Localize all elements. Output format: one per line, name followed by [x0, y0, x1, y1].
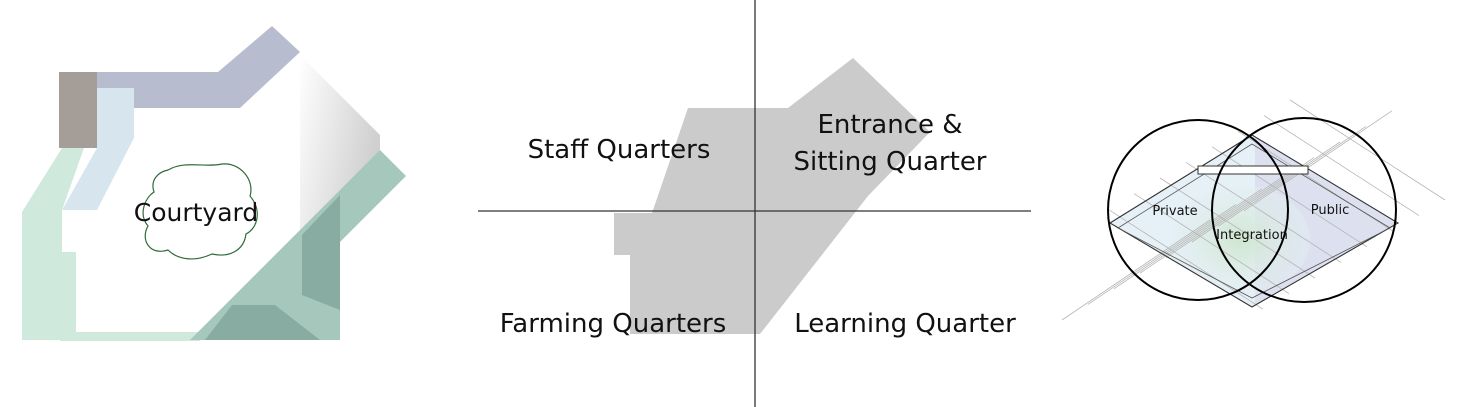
farming-quarters-label: Farming Quarters — [500, 309, 727, 339]
staff-quarters-label: Staff Quarters — [528, 135, 711, 165]
grid-line — [1133, 193, 1290, 294]
venn-wash — [1110, 135, 1398, 307]
mint-inner-band — [60, 252, 76, 340]
grid-line — [1159, 177, 1316, 279]
teal-dark-block — [302, 195, 340, 310]
courtyard-label: Courtyard — [134, 198, 259, 227]
grid-line — [1113, 188, 1263, 290]
entrance-label-line1: Entrance & — [817, 110, 962, 140]
quarters-panel: Staff Quarters Entrance & Sitting Quarte… — [478, 0, 1031, 407]
grid-line — [1243, 110, 1393, 212]
private-label: Private — [1152, 204, 1197, 219]
grid-line — [1289, 99, 1446, 201]
purple-band — [96, 26, 300, 108]
courtyard-panel: Courtyard — [22, 26, 406, 341]
integration-label: Integration — [1216, 228, 1288, 243]
grid-line — [1211, 146, 1368, 248]
mint-band — [22, 148, 84, 340]
grid-line — [1263, 115, 1420, 216]
venn-bar — [1197, 165, 1309, 175]
public-label: Public — [1311, 203, 1349, 218]
mint-bottom-strip — [60, 332, 200, 341]
public-circle — [1211, 117, 1397, 303]
grid-line — [1107, 208, 1264, 310]
grid-line — [1217, 126, 1367, 227]
venn-panel: Private Integration Public — [1061, 99, 1446, 321]
grid-line — [1185, 162, 1342, 263]
grid-line — [1087, 204, 1237, 305]
learning-quarter-label: Learning Quarter — [794, 309, 1016, 339]
teal-dark-lower — [205, 305, 320, 340]
brown-block — [59, 72, 97, 148]
courtyard-outline — [142, 163, 258, 260]
grid-line — [1191, 141, 1341, 243]
plan-shape — [614, 58, 930, 334]
light-blue-band — [62, 88, 134, 210]
entrance-label-line2: Sitting Quarter — [793, 147, 986, 177]
private-circle — [1107, 119, 1289, 301]
venn-diamond — [1108, 134, 1400, 308]
grid-line — [1139, 172, 1289, 274]
gradient-wedge — [300, 55, 380, 230]
teal-diagonal-band — [190, 150, 406, 340]
grid-line — [1061, 219, 1211, 321]
